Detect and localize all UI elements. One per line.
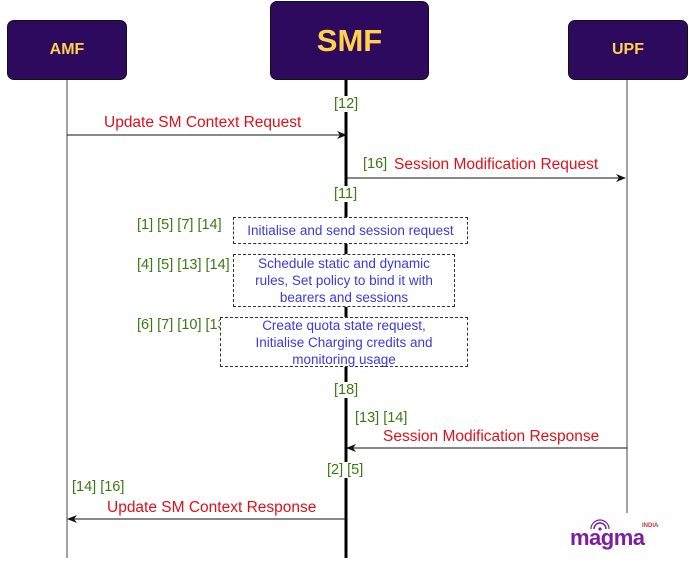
smf-actor: SMF: [270, 1, 429, 80]
amf-actor: AMF: [7, 20, 127, 80]
note-schedule-rules: Schedule static and dynamic rules, Set p…: [233, 254, 455, 307]
note-quota-state: Create quota state request, Initialise C…: [220, 317, 468, 367]
smf-label: SMF: [316, 22, 383, 58]
logo-tag: INDIA: [642, 523, 659, 529]
logo-text: magma: [570, 525, 645, 550]
signal-icon: [590, 519, 610, 531]
note-quota-state-text: Create quota state request, Initialise C…: [255, 317, 433, 367]
session-mod-response-label: Session Modification Response: [383, 428, 600, 445]
session-mod-request-label: Session Modification Request: [394, 156, 599, 173]
ref-11: [11]: [332, 186, 360, 202]
upf-label: UPF: [612, 41, 644, 58]
note-init-session: Initialise and send session request: [233, 217, 468, 244]
ref-16: [16]: [363, 156, 388, 172]
ref-18: [18]: [332, 382, 361, 398]
update-response-label: Update SM Context Response: [107, 499, 317, 516]
ref-6-7-10-13: [6] [7] [10] [13]: [137, 317, 230, 333]
upf-actor: UPF: [568, 20, 688, 80]
ref-4-5-13-14: [4] [5] [13] [14]: [137, 257, 230, 273]
ref-12: [12]: [332, 96, 361, 112]
note-init-session-text: Initialise and send session request: [247, 223, 454, 238]
amf-label: AMF: [49, 41, 85, 58]
update-request-label: Update SM Context Request: [104, 114, 302, 131]
ref-2-5: [2] [5]: [325, 462, 366, 478]
magma-india-logo: magma INDIA: [570, 519, 665, 553]
note-schedule-rules-text: Schedule static and dynamic rules, Set p…: [255, 256, 433, 305]
ref-13-14: [13] [14]: [355, 410, 408, 426]
ref-1-5-7-14: [1] [5] [7] [14]: [137, 217, 222, 233]
ref-14-16: [14] [16]: [72, 479, 125, 495]
